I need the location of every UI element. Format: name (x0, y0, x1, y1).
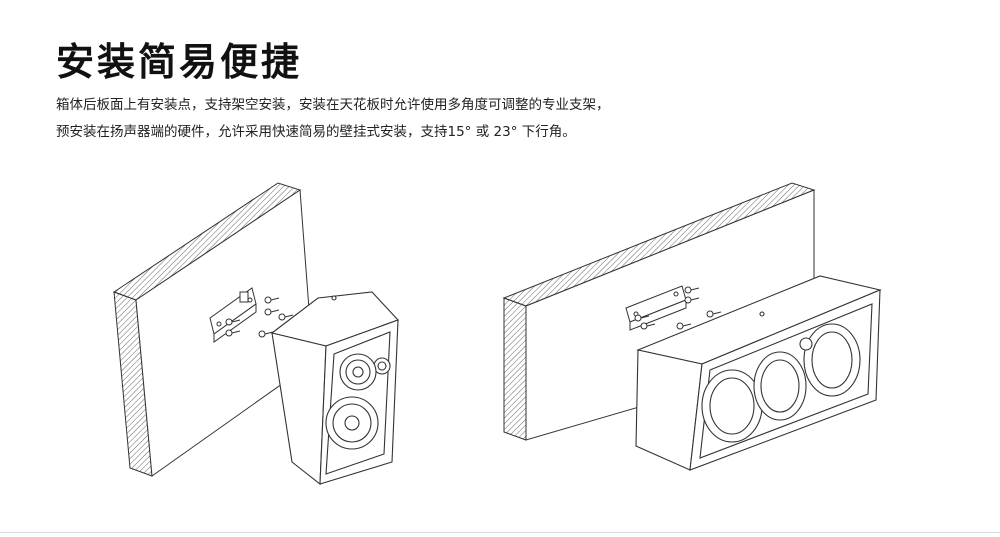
left-screws (225, 296, 294, 338)
right-wall (502, 182, 816, 441)
description-line-1: 箱体后板面上有安装点，支持架空安装，安装在天花板时允许使用多角度可调整的专业支架… (56, 97, 610, 113)
bottom-divider (0, 532, 1000, 533)
description: 箱体后板面上有安装点，支持架空安装，安装在天花板时允许使用多角度可调整的专业支架… (56, 92, 956, 146)
description-line-2: 预安装在扬声器端的硬件，允许采用快速简易的壁挂式安装，支持15° 或 23° 下… (56, 124, 576, 140)
left-wall-bracket (209, 287, 257, 343)
right-speaker (635, 275, 882, 471)
section-heading: 安装简易便捷 (56, 40, 303, 84)
left-speaker (270, 291, 399, 486)
right-screws (634, 286, 722, 330)
